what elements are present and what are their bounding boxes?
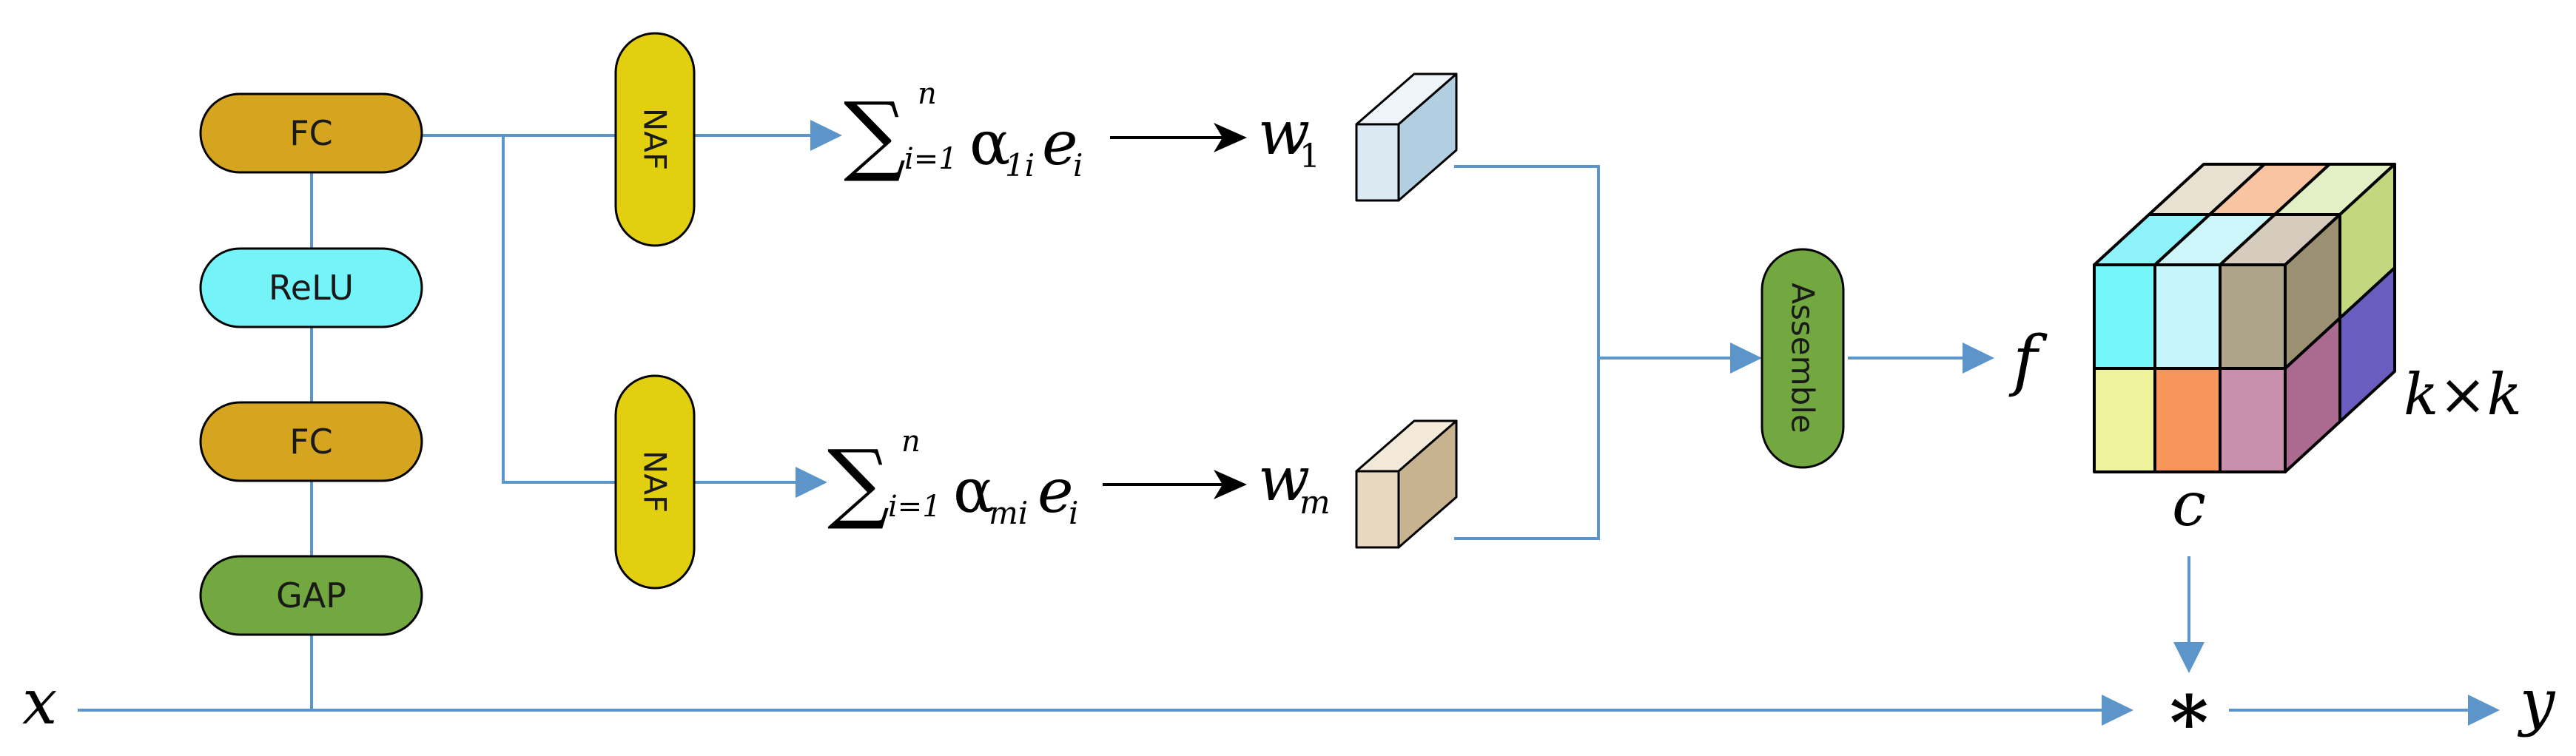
wm-to-assemble [1454,358,1600,540]
e-top: e [1042,109,1078,179]
w-symbols: w 1 w m [1258,98,1331,522]
w1-to-assemble [1454,165,1600,358]
weight-cube-top [1355,72,1458,202]
arrow-c [2173,642,2205,673]
formula-top: ∑ n i=1 α 1i e i [844,77,1083,185]
fc-bottom-node: FC [199,401,423,482]
y-output-label: y [2517,666,2556,738]
naf-bottom-node: NAF [614,374,696,590]
fc-top-node: FC [199,92,423,174]
arrow-f [1963,342,1994,374]
fc-to-naf-bottom [502,135,616,484]
kxk-label: k×k [2404,362,2522,428]
alpha-top: α [969,109,1010,179]
relu-label: ReLU [269,268,354,308]
convolution-operator: ∗ [2163,664,2214,752]
sum-symbol-top: ∑ [844,83,906,185]
wm-subscript: m [1299,484,1331,522]
arrow-to-w1-head [1214,123,1247,152]
naf-bottom-label: NAF [637,450,673,513]
arrow-assemble [1730,342,1762,374]
gap-node: GAP [199,555,423,636]
f-symbol: f [2008,322,2048,399]
assemble-node: Assemble [1761,248,1845,469]
relu-node: ReLU [199,247,423,328]
arrow-y [2468,695,2500,726]
alpha-sub-top: 1i [1005,147,1035,183]
gap-label: GAP [276,576,346,615]
weight-cube-bottom [1355,419,1458,549]
e-bottom: e [1038,456,1074,527]
black-arrows [1103,123,1247,499]
sum-lower-bottom: i=1 [888,490,941,524]
fc-bottom-label: FC [289,422,333,462]
wm-symbol: w [1258,445,1310,515]
naf-top-label: NAF [637,108,673,170]
sum-upper-top: n [918,77,937,111]
arrow-x [2102,695,2133,726]
x-input-label: x [22,666,57,738]
alpha-sub-bottom: mi [989,495,1028,531]
alpha-bottom: α [953,456,994,527]
c-label: c [2172,470,2206,540]
assemble-label: Assemble [1785,283,1821,433]
arrow-naf-bottom [796,467,827,498]
w1-symbol: w [1258,98,1310,169]
arrow-to-wm-head [1214,470,1247,499]
arrowheads [796,120,2500,726]
arrow-naf-top [810,120,842,151]
e-sub-top: i [1073,147,1083,183]
formula-bottom: ∑ n i=1 α mi e i [827,425,1078,533]
sum-upper-bottom: n [901,425,921,459]
assembled-kernel-cube-clean [2093,163,2396,473]
fc-top-label: FC [289,113,333,153]
e-sub-bottom: i [1069,495,1078,531]
sum-lower-top: i=1 [904,142,958,176]
naf-top-node: NAF [614,32,696,247]
w1-subscript: 1 [1299,138,1320,175]
sum-symbol-bottom: ∑ [827,431,890,533]
